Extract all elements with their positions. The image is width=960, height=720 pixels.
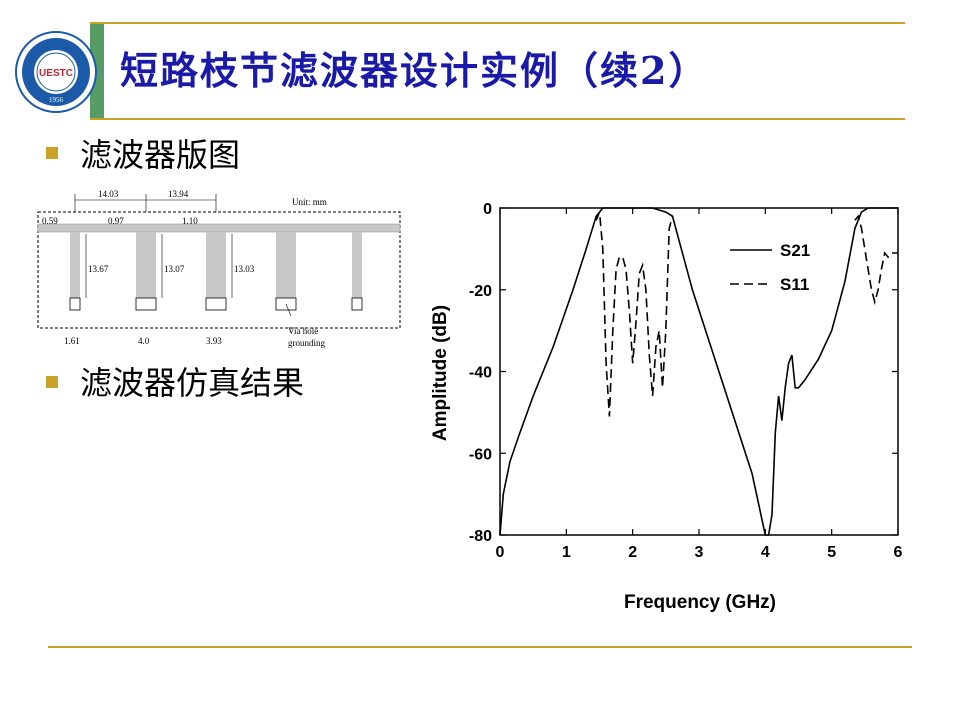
via-pad-5	[351, 297, 363, 311]
bullet-text-layout: 滤波器版图	[80, 136, 241, 174]
y-tick-label: -20	[469, 283, 492, 300]
stub-5	[352, 232, 362, 298]
x-tick-label: 1	[562, 544, 571, 561]
series-line-s21	[499, 207, 898, 536]
stub-3	[206, 232, 226, 298]
stub-1	[70, 232, 80, 298]
via-label-2: grounding	[288, 338, 325, 348]
decorative-band	[90, 24, 104, 118]
y-tick-label: -80	[469, 528, 492, 545]
title-rule	[90, 118, 905, 120]
unit-label: Unit: mm	[292, 197, 327, 207]
logo-text: UESTC	[39, 68, 73, 79]
via-pad-1	[69, 297, 81, 311]
y-tick-label: -60	[469, 446, 492, 463]
width-1: 1.61	[64, 336, 80, 346]
x-tick-label: 4	[761, 544, 770, 561]
x-tick-label: 2	[628, 544, 637, 561]
stub-4	[276, 232, 296, 298]
university-logo: UESTC 1956	[15, 31, 97, 113]
stub-length-3: 13.03	[234, 264, 255, 274]
series-line-s11	[595, 211, 898, 417]
logo-year: 1956	[49, 96, 64, 104]
dim-small-2: 0.97	[108, 216, 124, 226]
stub-length-1: 13.67	[88, 264, 109, 274]
legend-label-s11: S11	[780, 275, 809, 294]
x-tick-label: 3	[695, 544, 704, 561]
legend-label-s21: S21	[780, 241, 810, 260]
dim-small-1: 0.59	[42, 216, 58, 226]
width-2: 4.0	[138, 336, 150, 346]
page-title: 短路枝节滤波器设计实例（续2）	[120, 48, 709, 93]
y-tick-label: -40	[469, 365, 492, 382]
y-axis-label: Amplitude (dB)	[430, 305, 451, 441]
via-pad-2	[135, 297, 157, 311]
stub-length-2: 13.07	[164, 264, 185, 274]
substrate-outline	[37, 211, 401, 329]
dim-top-2: 13.94	[168, 189, 189, 199]
x-tick-label: 6	[894, 544, 903, 561]
dim-top-1: 14.03	[98, 189, 119, 199]
top-rule	[90, 22, 905, 24]
plot-frame	[499, 207, 899, 536]
bullet-text-simulation: 滤波器仿真结果	[80, 364, 305, 402]
filter-layout-figure: 14.03 13.94 Unit: mm 0.59 0.97 1.10 13.6…	[37, 189, 401, 348]
dim-small-3: 1.10	[182, 216, 198, 226]
stub-2	[136, 232, 156, 298]
x-tick-label: 0	[496, 544, 505, 561]
y-tick-label: 0	[483, 201, 492, 218]
bottom-rule	[48, 646, 912, 648]
bullet-marker	[46, 147, 58, 159]
x-tick-label: 5	[827, 544, 836, 561]
via-label-1: Via hole	[288, 326, 318, 336]
width-3: 3.93	[206, 336, 222, 346]
x-axis-label: Frequency (GHz)	[624, 592, 776, 613]
main-line	[37, 223, 401, 233]
bullet-marker	[46, 376, 58, 388]
via-pad-3	[205, 297, 227, 311]
